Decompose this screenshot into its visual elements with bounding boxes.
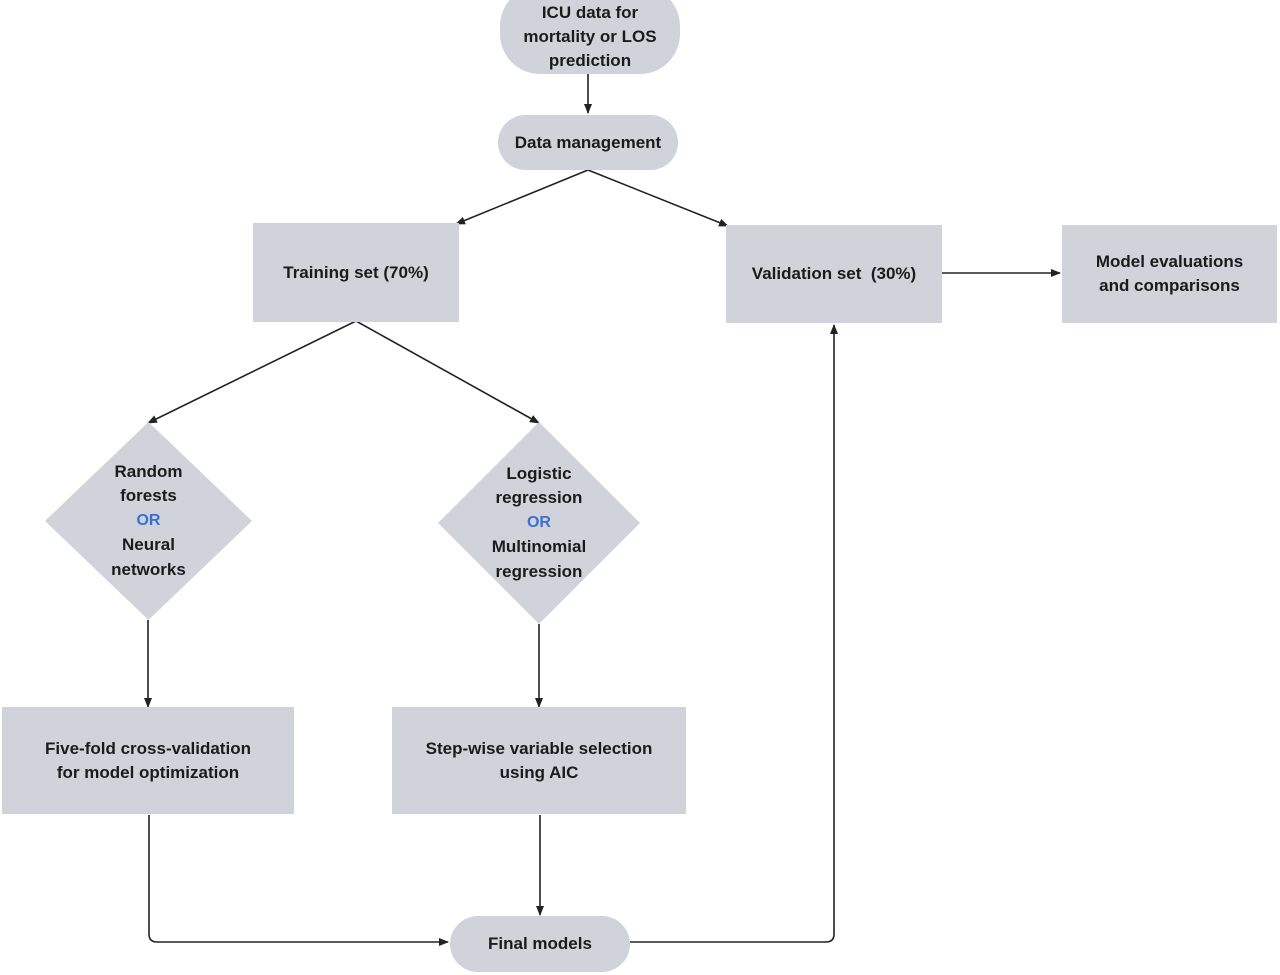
rf-nn-line-1: Random: [114, 461, 183, 481]
rf-nn-diamond-shape: [45, 422, 252, 620]
arrow-five-fold-to-final: [148, 815, 449, 946]
lr-mr-diamond-shape: [438, 422, 640, 624]
lr-mr-line-4: regression: [495, 561, 583, 581]
stepwise-line-1: Step-wise variable selection: [425, 738, 653, 758]
model-evaluations-node: Model evaluations and comparisons: [1062, 225, 1277, 323]
lr-mr-line-3: Multinomial: [491, 537, 587, 557]
five-fold-node: Five-fold cross-validation for model opt…: [2, 707, 294, 814]
validation-set-node: Validation set (30%): [726, 225, 942, 323]
rf-nn-or: OR: [136, 511, 161, 529]
rf-nn-line-2: forests: [120, 486, 177, 506]
validation-set-label: Validation set (30%): [751, 264, 917, 283]
arrow-data-management-to-training: [455, 169, 589, 225]
lr-mr-decision-node: Logistic regression OR Multinomial regre…: [438, 422, 640, 624]
training-set-node: Training set (70%): [253, 223, 459, 322]
final-models-node: Final models: [450, 916, 630, 972]
data-management-label: Data management: [514, 132, 662, 152]
lr-mr-line-2: regression: [495, 488, 583, 508]
stepwise-line-2: using AIC: [499, 762, 579, 782]
arrow-data-management-to-validation: [587, 169, 729, 227]
data-management-node: Data management: [498, 115, 678, 170]
icu-data-line-2: mortality or LOS: [523, 27, 657, 46]
five-fold-line-1: Five-fold cross-validation: [45, 738, 251, 758]
model-evaluations-line-1: Model evaluations: [1095, 252, 1244, 271]
stepwise-node: Step-wise variable selection using AIC: [392, 707, 686, 814]
rf-nn-line-3: Neural: [122, 535, 175, 555]
icu-data-line-1: ICU data for: [541, 3, 639, 22]
arrow-training-to-lr: [355, 320, 540, 424]
lr-mr-or: OR: [526, 513, 551, 531]
rf-nn-line-4: networks: [111, 559, 186, 579]
icu-data-node: ICU data for mortality or LOS prediction: [500, 0, 680, 74]
model-evaluations-line-2: and comparisons: [1099, 276, 1240, 295]
lr-mr-line-1: Logistic: [506, 463, 572, 483]
icu-data-line-3: prediction: [548, 51, 632, 70]
training-set-label: Training set (70%): [283, 262, 429, 282]
rf-nn-decision-node: Random forests OR Neural networks: [45, 422, 252, 620]
arrow-final-to-validation: [630, 324, 838, 943]
final-models-label: Final models: [488, 934, 592, 953]
five-fold-line-2: for model optimization: [56, 762, 240, 782]
arrow-training-to-rf: [147, 320, 357, 424]
